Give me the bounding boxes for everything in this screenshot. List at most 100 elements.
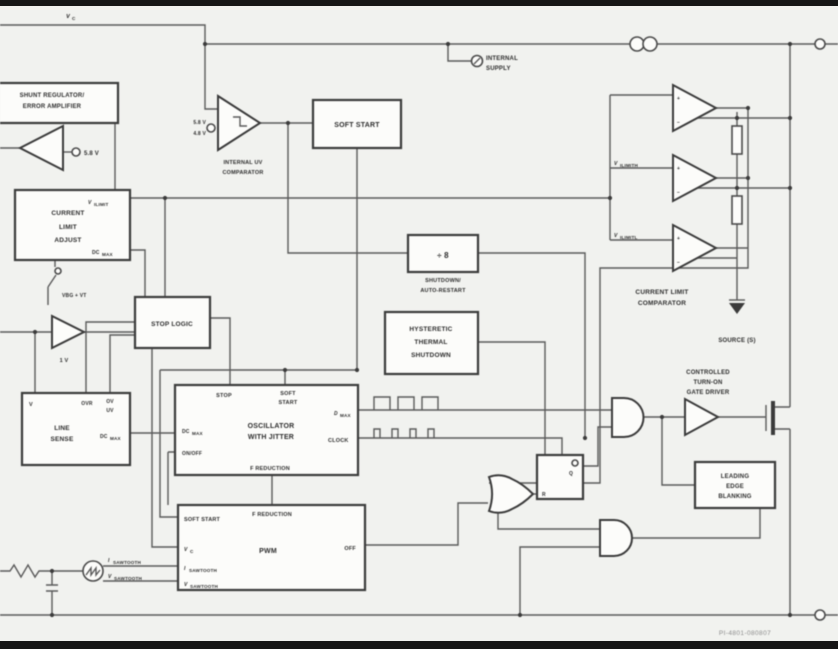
thermal-line3: SHUTDOWN	[411, 352, 451, 359]
line-sense-line1: LINE	[54, 425, 70, 432]
internal-supply-line1: INTERNAL	[486, 56, 518, 62]
cla-line2: LIMIT	[59, 224, 77, 231]
osc-dcmax-sub: MAX	[192, 431, 204, 436]
vbg-vt-label: VBG + VT	[62, 293, 87, 299]
oscillator-line2: WITH JITTER	[248, 434, 294, 441]
cla-dcmax-label: DC	[92, 250, 100, 256]
line-sense-dcmax-port: DC	[100, 434, 108, 440]
vsawtooth-wire-label: V	[108, 574, 112, 580]
current-source-symbol	[629, 36, 658, 52]
osc-dmax-port: D	[334, 411, 338, 417]
gate-driver-line2: TURN-ON	[693, 380, 722, 386]
uv-comparator-line2: COMPARATOR	[222, 170, 263, 176]
line-sense-ov-port: OV	[106, 399, 114, 405]
and-gate-bottom-icon	[599, 519, 633, 557]
div8-caption-line1: SHUTDOWN/	[425, 278, 461, 284]
line-sense-dcmax-sub: MAX	[110, 436, 122, 441]
pwm-vc-port: V	[184, 547, 188, 553]
shunt-regulator-line2: ERROR AMPLIFIER	[23, 104, 82, 110]
osc-onoff-port: ON/OFF	[182, 451, 202, 457]
switch-icon	[54, 267, 62, 275]
comp3-plus: +	[677, 236, 680, 242]
dmax-pulse-waveform-icon	[373, 396, 439, 410]
pwm-off-port: OFF	[344, 546, 356, 552]
comp2-plus: +	[677, 166, 680, 172]
oscillator-box	[173, 383, 360, 477]
line-sense-line2: SENSE	[50, 436, 74, 443]
cla-vilimit-sub: ILIMIT	[94, 202, 108, 207]
ground-icon	[729, 299, 745, 314]
gate-driver-line1: CONTROLLED	[686, 370, 730, 376]
current-limit-comparator-line2: COMPARATOR	[638, 300, 686, 307]
osc-dcmax-port: DC	[182, 429, 190, 435]
pwm-label: PWM	[259, 548, 277, 555]
bottom-letterbox-bar	[0, 641, 838, 649]
shunt-regulator-line1: SHUNT REGULATOR/	[20, 93, 85, 99]
current-limit-comparator-line1: CURRENT LIMIT	[635, 289, 688, 296]
thermal-shutdown-box	[383, 310, 480, 376]
one-volt-label: 1 V	[60, 358, 69, 364]
osc-softstart-port-line2: START	[279, 400, 298, 406]
stop-logic-label: STOP LOGIC	[151, 321, 193, 328]
cla-dcmax-sub: MAX	[102, 252, 114, 257]
vilimith-sub: ILIMITH	[620, 163, 638, 168]
line-sense-box	[20, 391, 132, 467]
osc-stop-port: STOP	[216, 393, 232, 399]
clock-pulse-waveform-icon	[373, 428, 435, 438]
cla-line3: ADJUST	[54, 237, 81, 244]
line-sense-v-port: V	[29, 402, 33, 408]
uv-threshold-high: 5.8 V	[193, 120, 206, 126]
diagram-labels: V C SHUNT REGULATOR/ ERROR AMPLIFIER 5.8…	[20, 14, 771, 637]
pwm-freduction-port: F REDUCTION	[252, 512, 292, 518]
soft-start-box	[311, 98, 403, 150]
gate-driver-line3: GATE DRIVER	[687, 390, 730, 396]
pwm-vsawtooth-port: V	[184, 582, 188, 588]
comp1-plus: +	[677, 96, 680, 102]
drain-pin	[814, 38, 826, 50]
pwm-softstart-port: SOFT START	[184, 517, 221, 523]
junction-dots	[32, 41, 793, 618]
osc-dmax-sub: MAX	[340, 413, 352, 418]
isawtooth-wire-label: I	[108, 558, 110, 564]
reference-pin	[71, 147, 81, 157]
vilimith-label: V	[614, 161, 618, 167]
uv-threshold-low: 4.8 V	[193, 131, 206, 137]
cla-line1: CURRENT	[51, 210, 84, 217]
div8-box	[406, 233, 480, 274]
top-letterbox-bar	[0, 0, 838, 6]
latch-q-bubble-icon	[571, 459, 579, 467]
current-limit-comparator-1-icon	[672, 83, 719, 133]
figure-id: PI-4801-080807	[719, 630, 771, 637]
osc-softstart-port-line1: SOFT	[280, 391, 296, 397]
pwm-box	[176, 503, 367, 592]
vilimitl-label: V	[614, 233, 618, 239]
line-sense-uv-port: UV	[106, 408, 114, 414]
hysteresis-icon	[233, 116, 247, 127]
div8-caption-line2: AUTO-RESTART	[420, 288, 466, 294]
shunt-regulator-box	[0, 81, 120, 125]
thermal-line1: HYSTERETIC	[409, 326, 452, 333]
thermal-line2: THERMAL	[414, 339, 447, 346]
uv-comparator-line1: INTERNAL UV	[223, 160, 262, 166]
zener-internal-supply-icon	[470, 54, 484, 68]
current-limit-adjust-box	[13, 188, 132, 262]
leb-line3: BLANKING	[718, 494, 751, 500]
div8-label: ÷ 8	[437, 251, 449, 260]
stop-logic-box	[133, 295, 212, 350]
internal-supply-line2: SUPPLY	[486, 66, 511, 72]
comp1-minus: −	[677, 120, 680, 126]
pwm-isawtooth-sub: SAWTOOTH	[189, 568, 218, 573]
soft-start-label: SOFT START	[334, 122, 380, 129]
pwm-isawtooth-port: I	[184, 566, 186, 572]
error-amplifier-icon	[17, 124, 64, 172]
ramp-generator-icon	[82, 560, 104, 582]
vc-label: V	[66, 14, 71, 20]
source-s-label: SOURCE (S)	[718, 338, 755, 344]
sense-resistor-ladder	[731, 125, 743, 225]
osc-freduction-port: F REDUCTION	[250, 466, 290, 472]
cla-vilimit-label: V	[88, 200, 92, 206]
vilimitl-sub: ILIMITL	[620, 235, 637, 240]
comp2-minus: −	[677, 190, 680, 196]
